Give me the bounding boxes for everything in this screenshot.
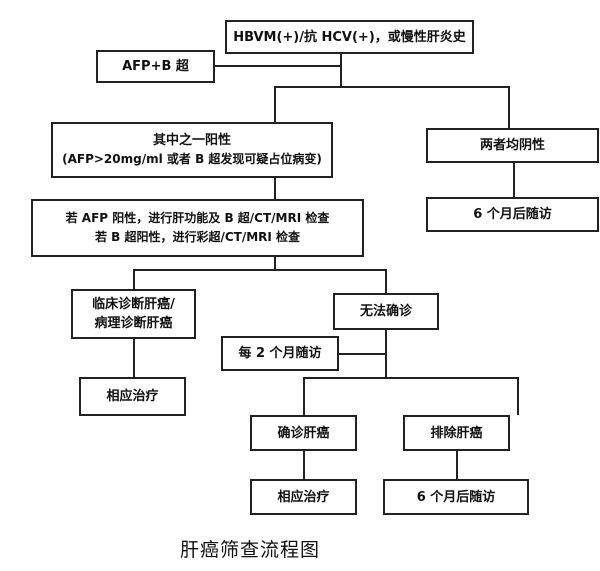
exam-node-line2: 若 B 超阳性，进行彩超/CT/MRI 检查 [94, 230, 301, 244]
uncertain-node: 无法确诊 [333, 293, 439, 330]
exam-node-line1: 若 AFP 阳性，进行肝功能及 B 超/CT/MRI 检查 [65, 211, 330, 225]
connector [274, 86, 276, 122]
excluded-node: 排除肝癌 [403, 415, 510, 451]
connector [133, 269, 135, 289]
treatment-bottom-node: 相应治疗 [250, 479, 357, 515]
positive-node-detail: (AFP>20mg/ml 或者 B 超发现可疑占位病变) [62, 152, 322, 166]
connector [303, 450, 305, 480]
connector [274, 256, 276, 270]
connector [303, 377, 518, 379]
connector [508, 86, 510, 130]
diagnosed-node: 临床诊断肝癌/ 病理诊断肝癌 [71, 289, 196, 339]
connector [274, 177, 276, 199]
excluded-node-text: 排除肝癌 [430, 425, 483, 441]
connector [340, 53, 342, 87]
followup-6m-top-node: 6 个月后随访 [426, 197, 599, 232]
followup-2m-node: 每 2 个月随访 [221, 336, 339, 371]
connector [274, 86, 509, 88]
connector [385, 329, 387, 377]
followup-6m-top-text: 6 个月后随访 [473, 207, 552, 222]
positive-node: 其中之一阳性 (AFP>20mg/ml 或者 B 超发现可疑占位病变) [51, 122, 333, 178]
connector [517, 377, 519, 415]
negative-node-text: 两者均阴性 [479, 138, 545, 153]
treatment-bottom-text: 相应治疗 [277, 489, 330, 505]
connector [456, 450, 458, 480]
connector [303, 377, 305, 415]
connector [133, 269, 386, 271]
positive-node-title: 其中之一阳性 [152, 133, 231, 148]
start-node: HBVM(+)/抗 HCV(+)，或慢性肝炎史 [225, 20, 474, 54]
followup-2m-text: 每 2 个月随访 [238, 346, 322, 361]
connector [338, 353, 386, 355]
screening-node: AFP+B 超 [96, 50, 215, 83]
diagram-caption: 肝癌筛查流程图 [180, 539, 321, 561]
screening-node-text: AFP+B 超 [122, 59, 189, 74]
followup-6m-bottom-node: 6 个月后随访 [383, 479, 529, 515]
treatment-left-node: 相应治疗 [79, 377, 186, 416]
confirmed-node-text: 确诊肝癌 [277, 425, 330, 441]
treatment-left-text: 相应治疗 [106, 389, 159, 404]
connector [513, 162, 515, 197]
uncertain-node-text: 无法确诊 [359, 304, 412, 319]
connector [385, 269, 387, 293]
connector [214, 65, 341, 67]
start-node-text: HBVM(+)/抗 HCV(+)，或慢性肝炎史 [233, 29, 466, 45]
exam-node: 若 AFP 阳性，进行肝功能及 B 超/CT/MRI 检查 若 B 超阳性，进行… [31, 199, 364, 257]
diagnosed-node-line1: 临床诊断肝癌/ [92, 297, 175, 312]
negative-node: 两者均阴性 [426, 128, 599, 163]
connector [133, 338, 135, 378]
confirmed-node: 确诊肝癌 [250, 415, 357, 451]
diagnosed-node-line2: 病理诊断肝癌 [94, 316, 173, 331]
followup-6m-bottom-text: 6 个月后随访 [416, 489, 496, 505]
